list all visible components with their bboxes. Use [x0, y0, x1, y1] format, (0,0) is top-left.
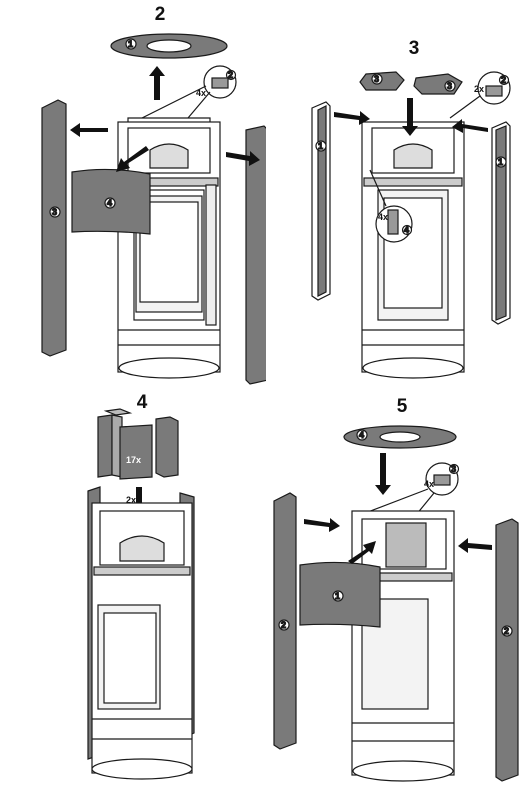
inner-part-callout: 4: [404, 225, 409, 235]
left-panel-callout: 3: [52, 207, 57, 217]
hardware-detail: 2 2x: [449, 71, 511, 119]
left-frame: 1: [311, 101, 331, 301]
hardware-detail: 3 4x: [359, 462, 460, 516]
hw-count-callout: 4x: [196, 88, 206, 98]
hardware-detail: 2 4x: [141, 65, 237, 119]
stove-body: [361, 121, 465, 379]
inner-bracket-detail: 4 4x: [369, 169, 413, 243]
right-side-panel: [245, 125, 266, 385]
arrow-label-callout: 2x: [126, 495, 136, 505]
ring-callout: 1: [128, 39, 133, 49]
left-side-panel: 3: [41, 99, 67, 357]
step-3-number: 3: [408, 38, 420, 59]
right-side-panel: 2: [495, 518, 519, 782]
right-panel-callout: 2: [504, 626, 509, 636]
left-panel-callout: 2: [281, 620, 286, 630]
arrow-down-left: [116, 146, 149, 172]
brick-count-callout: 17x: [126, 455, 141, 465]
arrow-up-right: [348, 541, 376, 564]
arrow-left: [458, 538, 492, 553]
step-2-diagram: 1 2 4x 3 4: [41, 33, 266, 385]
hw-count-callout: 4x: [424, 479, 434, 489]
arrow-left: [70, 123, 108, 137]
top-plates: 3 3: [359, 71, 463, 95]
arrow-left: [452, 119, 488, 133]
step-5-diagram: 4 3 4x 2 1 2: [273, 425, 519, 782]
top-left-callout: 3: [374, 74, 379, 84]
arrow-down: [402, 98, 418, 136]
top-right-callout: 3: [447, 81, 452, 91]
step-4-number: 4: [136, 392, 148, 413]
hw-part-callout: 3: [451, 464, 456, 474]
ring-callout: 4: [359, 430, 364, 440]
step-4-diagram: 17x 2x: [87, 408, 195, 780]
hw-part-callout: 2: [228, 70, 233, 80]
right-frame-callout: 1: [498, 157, 503, 167]
brick-stack: 17x: [97, 408, 179, 480]
stove-body: [351, 510, 455, 782]
left-side-panel: 2: [273, 492, 297, 750]
hw-part-callout: 2: [501, 75, 506, 85]
top-ring-part: 4: [343, 425, 457, 449]
step-3-diagram: 3 3 2 2x 1 1 4 4x: [311, 71, 511, 379]
inner-count-callout: 4x: [378, 212, 388, 222]
hw-count-callout: 2x: [474, 84, 484, 94]
arrow-right: [334, 111, 370, 125]
door-panel: 4: [71, 168, 151, 235]
left-frame-callout: 1: [318, 141, 323, 151]
step-5-number: 5: [396, 396, 408, 417]
stove-body: [87, 486, 195, 780]
arrow-right: [226, 151, 260, 166]
door-panel: 1: [299, 561, 381, 628]
right-frame: 1: [491, 121, 511, 325]
door-callout: 4: [107, 198, 112, 208]
arrow-down: [375, 453, 391, 495]
top-ring-part: 1: [110, 33, 228, 59]
arrow-right: [304, 518, 340, 532]
door-callout: 1: [335, 591, 340, 601]
arrow-up: [149, 66, 165, 100]
step-2-number: 2: [154, 4, 166, 25]
